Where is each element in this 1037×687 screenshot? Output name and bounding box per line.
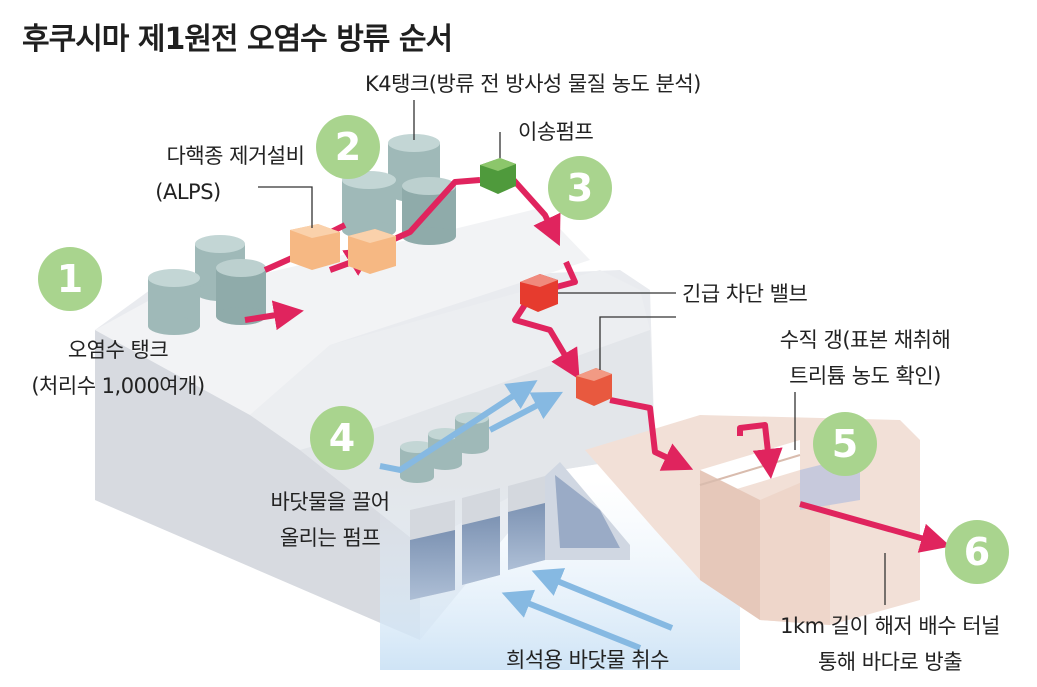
step-3-label: K4탱크(방류 전 방사성 물질 농도 분석) [365, 70, 701, 98]
step-4-line-1: 바닷물을 끌어 [230, 488, 430, 516]
step-2-label: 다핵종 제거설비 (ALPS) [128, 142, 343, 206]
step-5-line-2: 트리튬 농도 확인) [750, 362, 980, 390]
step-2-line-1: 다핵종 제거설비 [128, 142, 343, 170]
step-6-label: 1km 길이 해저 배수 터널 통해 바다로 방출 [755, 612, 1025, 676]
step-5-label: 수직 갱(표본 채취해 트리튬 농도 확인) [750, 326, 980, 390]
step-4-label: 바닷물을 끌어 올리는 펌프 [230, 488, 430, 552]
step-1-label: 오염수 탱크 (처리수 1,000여개) [8, 336, 228, 400]
alps-unit-b [348, 229, 396, 274]
seawater-intake-label: 희석용 바닷물 취수 [506, 646, 669, 674]
step-2-line-2: (ALPS) [128, 178, 248, 206]
step-1-line-2: (처리수 1,000여개) [8, 372, 228, 400]
step-5-line-1: 수직 갱(표본 채취해 [750, 326, 980, 354]
alps-unit-a [290, 224, 340, 270]
step-6-badge: 6 [945, 520, 1009, 584]
step-4-badge: 4 [310, 406, 374, 470]
transfer-pump-label: 이송펌프 [518, 118, 593, 146]
step-6-line-1: 1km 길이 해저 배수 터널 [755, 612, 1025, 640]
step-4-line-2: 올리는 펌프 [230, 524, 430, 552]
step-1-line-1: 오염수 탱크 [8, 336, 228, 364]
step-1-badge: 1 [38, 247, 102, 311]
step-3-badge: 3 [548, 156, 612, 220]
diagram-title: 후쿠시마 제1원전 오염수 방류 순서 [22, 14, 452, 58]
step-5-badge: 5 [813, 412, 877, 476]
step-6-line-2: 통해 바다로 방출 [755, 648, 1025, 676]
transfer-pump-box [480, 158, 516, 194]
emergency-valve-label: 긴급 차단 밸브 [682, 280, 807, 308]
